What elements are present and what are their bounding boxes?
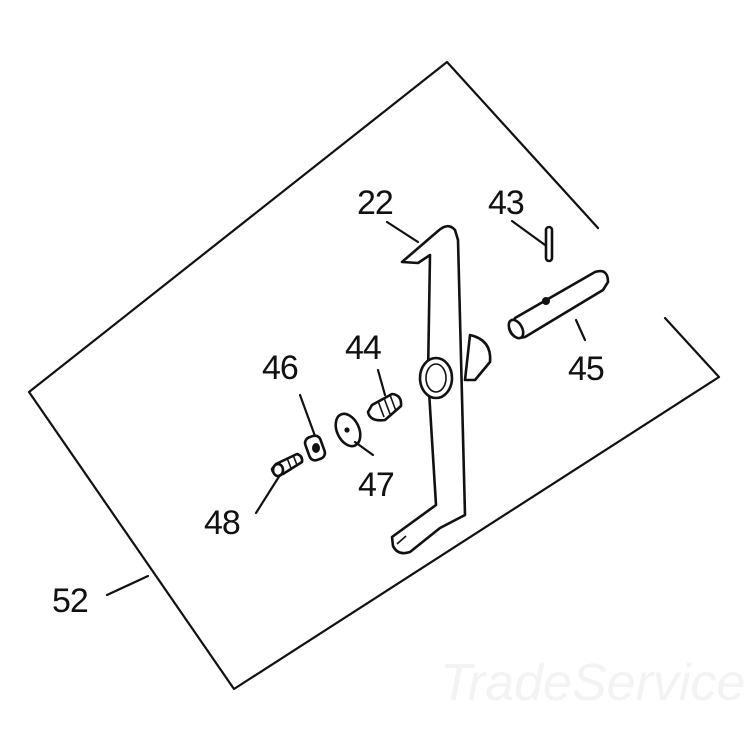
screw-part-48 xyxy=(270,452,304,478)
pin-part-43 xyxy=(544,225,554,263)
callout-45: 45 xyxy=(568,350,604,388)
washer-part-47 xyxy=(334,412,362,448)
watermark-text: TradeService xyxy=(440,654,745,712)
callout-46: 46 xyxy=(262,349,298,387)
callout-52: 52 xyxy=(52,582,88,620)
plate-outline xyxy=(27,60,721,691)
callout-43: 43 xyxy=(488,184,524,222)
shaft-part-45 xyxy=(507,269,610,340)
callout-22: 22 xyxy=(357,184,393,222)
nut-part-46 xyxy=(303,434,327,462)
callout-44: 44 xyxy=(345,329,381,367)
callout-47: 47 xyxy=(358,466,394,504)
callout-48: 48 xyxy=(204,504,240,542)
lever-part-22 xyxy=(390,224,492,555)
leader-lines xyxy=(105,219,587,597)
spring-part-44 xyxy=(366,392,403,422)
